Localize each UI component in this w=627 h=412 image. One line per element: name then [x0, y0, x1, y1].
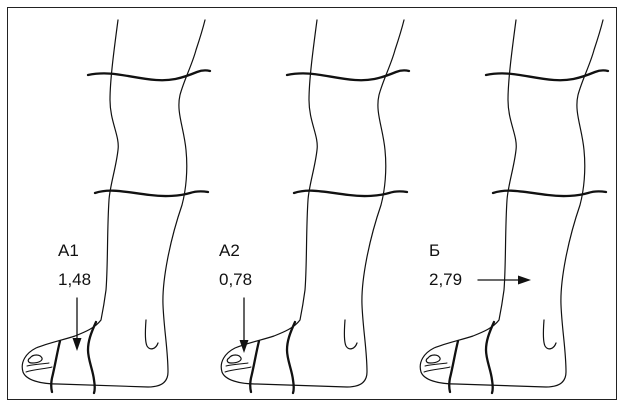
leg-drawing-a2: [221, 20, 409, 393]
panel-a2-value: 0,78: [219, 271, 252, 288]
leg-drawing-a1: [22, 20, 210, 393]
arrow-a1: [73, 298, 82, 351]
panel-a1-label: А1: [58, 242, 79, 259]
panel-a2-label: А2: [219, 242, 240, 259]
leg-drawing-b: [420, 20, 608, 393]
arrow-a2: [240, 298, 249, 353]
panel-b-label: Б: [429, 242, 440, 259]
panel-a1-value: 1,48: [58, 271, 91, 288]
panel-b-value: 2,79: [429, 271, 462, 288]
